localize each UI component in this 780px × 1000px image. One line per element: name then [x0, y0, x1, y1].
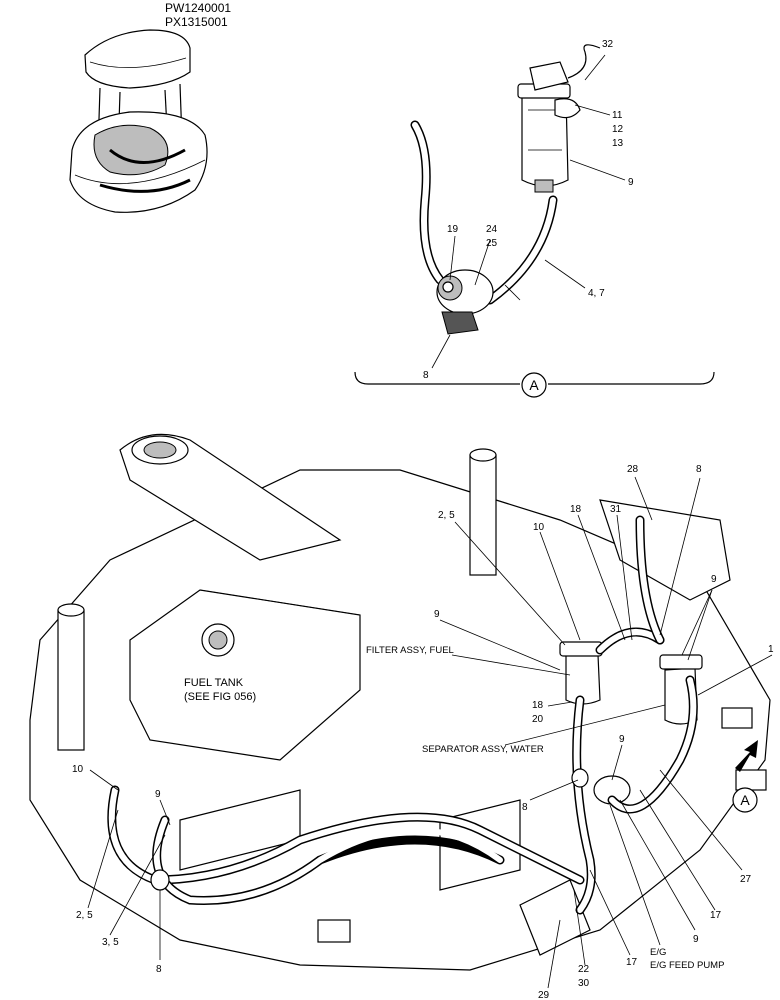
- label-filter-assy-fuel: FILTER ASSY, FUEL: [366, 645, 454, 656]
- label-eg: E/G: [650, 947, 666, 958]
- callout-24: 24: [486, 224, 498, 235]
- callout-8: 8: [156, 964, 162, 975]
- callout-8: 8: [696, 464, 702, 475]
- callout-2-5: 2, 5: [76, 910, 93, 921]
- callout-1: 1: [768, 644, 774, 655]
- callout-9: 9: [434, 609, 440, 620]
- callout-27: 27: [740, 874, 752, 885]
- callout-20: 20: [532, 714, 544, 725]
- model-code-1: PW1240001: [165, 1, 231, 15]
- callout-31: 31: [610, 504, 622, 515]
- model-code-2: PX1315001: [165, 15, 228, 29]
- callout-12: 12: [612, 124, 624, 135]
- callout-22: 22: [578, 964, 590, 975]
- callout-8: 8: [522, 802, 528, 813]
- callout-10: 10: [533, 522, 545, 533]
- detail-view-a: A: [354, 44, 715, 398]
- callout-13: 13: [612, 138, 624, 149]
- callout-28: 28: [627, 464, 639, 475]
- callout-18: 18: [532, 700, 544, 711]
- main-assembly-view: A: [29, 433, 773, 989]
- callout-9: 9: [619, 734, 625, 745]
- callout-32: 32: [602, 39, 614, 50]
- callout-29: 29: [538, 990, 550, 1000]
- label-fuel-tank-ref: (SEE FIG 056): [184, 691, 256, 703]
- callout-18: 18: [570, 504, 582, 515]
- callout-25: 25: [486, 238, 498, 249]
- callout-10: 10: [72, 764, 84, 775]
- callout-8: 8: [423, 370, 429, 381]
- callout-11: 11: [612, 110, 623, 121]
- callout-19: 19: [447, 224, 459, 235]
- label-fuel-tank: FUEL TANK: [184, 677, 244, 689]
- callout-9: 9: [628, 177, 634, 188]
- detail-view-a-marker: A: [529, 377, 539, 393]
- label-eg-feed-pump: E/G FEED PUMP: [650, 960, 724, 971]
- callout-17: 17: [710, 910, 722, 921]
- machine-locator-thumbnail: [69, 29, 208, 213]
- callout-4-7: 4, 7: [588, 288, 605, 299]
- callout-9: 9: [711, 574, 717, 585]
- callout-17: 17: [626, 957, 638, 968]
- callout-30: 30: [578, 978, 590, 989]
- callout-9: 9: [693, 934, 699, 945]
- view-arrow-marker: A: [740, 792, 750, 808]
- callout-3-5: 3, 5: [102, 937, 119, 948]
- callout-2-5: 2, 5: [438, 510, 455, 521]
- callout-9: 9: [155, 789, 161, 800]
- label-separator-assy-water: SEPARATOR ASSY, WATER: [422, 744, 544, 755]
